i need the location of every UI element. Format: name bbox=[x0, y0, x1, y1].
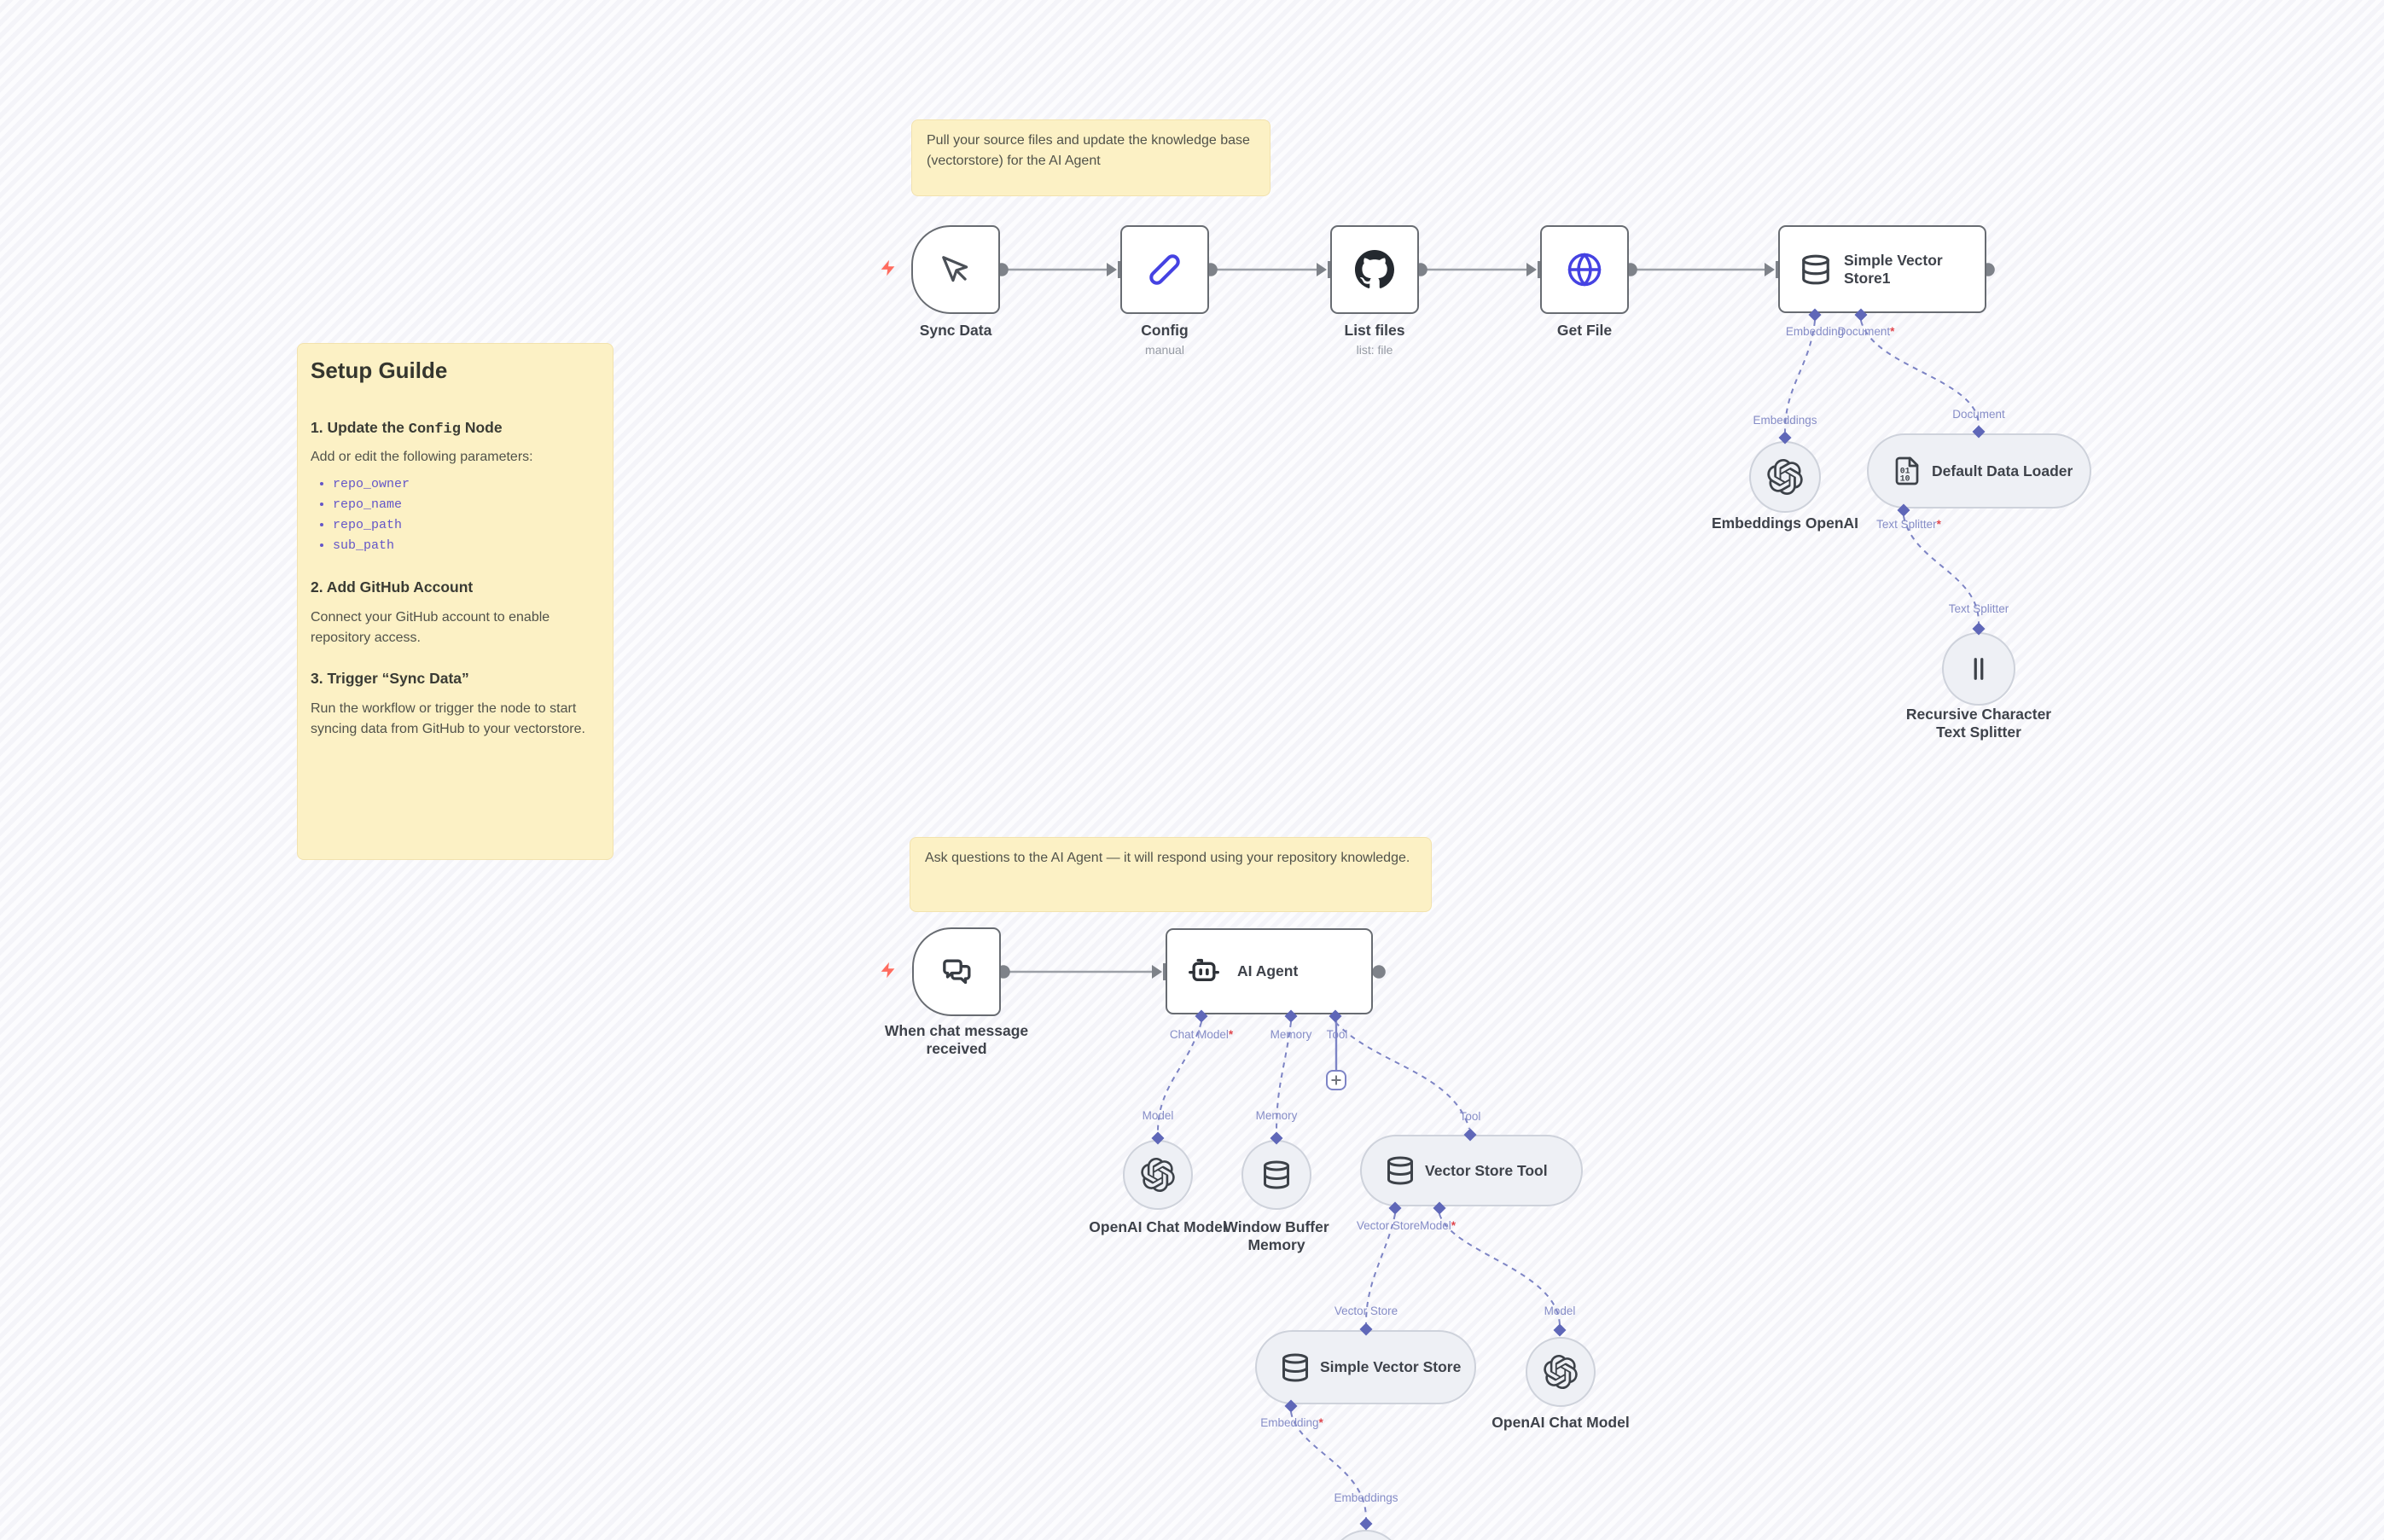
svg-text:10: 10 bbox=[1900, 474, 1910, 483]
svg-text:01: 01 bbox=[1900, 467, 1910, 476]
